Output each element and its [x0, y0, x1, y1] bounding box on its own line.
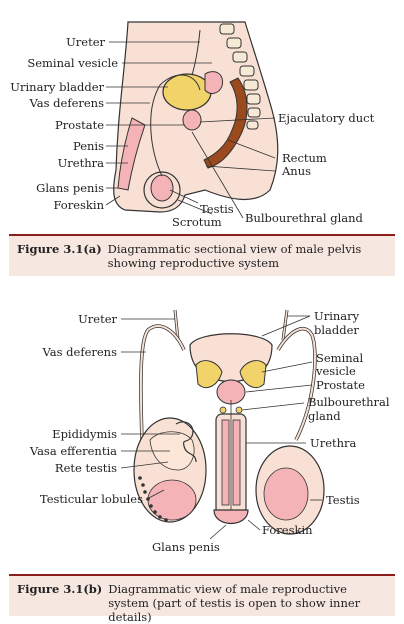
label-b-glans-penis: Glans penis [152, 540, 220, 554]
label-b-bulbourethral-gland-2: gland [308, 409, 341, 423]
urinary-bladder-shape [162, 73, 212, 111]
label-a-foreskin: Foreskin [53, 198, 104, 212]
figure-b-leader-lines [120, 315, 322, 540]
label-b-urinary-bladder-2: bladder [314, 323, 359, 337]
label-b-urethra: Urethra [310, 436, 357, 450]
prostate-shape [182, 109, 202, 131]
label-b-ureter: Ureter [78, 312, 117, 326]
label-b-seminal-vesicle-1: Seminal [316, 351, 364, 365]
label-b-testicular-lobules: Testicular lobules [40, 492, 143, 506]
testicular-lobule-dots [138, 476, 168, 522]
label-a-testis: Testis [200, 202, 234, 216]
seminal-vesicle-left-b [195, 360, 223, 388]
label-a-anus: Anus [281, 164, 311, 178]
label-b-seminal-vesicle-2: vesicle [315, 364, 356, 378]
figure-b-drawing [133, 309, 325, 535]
label-a-prostate: Prostate [55, 118, 104, 132]
figure-a-drawing [113, 21, 279, 213]
label-a-scrotum: Scrotum [172, 215, 222, 229]
label-b-bulbourethral-gland-1: Bulbourethral [308, 395, 390, 409]
label-a-urinary-bladder: Urinary bladder [10, 80, 104, 94]
label-a-urethra: Urethra [58, 156, 105, 170]
label-b-epididymis: Epididymis [52, 427, 117, 441]
vertebrae [219, 23, 261, 130]
label-a-penis: Penis [73, 139, 104, 153]
label-a-rectum: Rectum [282, 151, 327, 165]
epididymis-coil [175, 421, 197, 463]
ureter-path [191, 29, 201, 76]
label-a-glans-penis: Glans penis [36, 181, 104, 195]
figure-b-caption-text: Diagrammatic view of male reproductive s… [108, 582, 361, 624]
label-b-foreskin: Foreskin [262, 523, 313, 537]
label-b-prostate: Prostate [316, 378, 365, 392]
label-b-vasa-efferentia: Vasa efferentia [29, 444, 117, 458]
figure-a-caption-label: Figure 3.1(a) [17, 242, 102, 256]
seminal-vesicle-right-b [239, 360, 267, 388]
figure-a-caption-text: Diagrammatic sectional view of male pelv… [107, 242, 362, 270]
testis-shape [150, 174, 174, 202]
label-a-seminal-vesicle: Seminal vesicle [27, 56, 118, 70]
label-b-testis: Testis [326, 493, 360, 507]
label-a-bulbourethral-gland: Bulbourethral gland [245, 211, 364, 225]
label-b-vas-deferens: Vas deferens [41, 345, 117, 359]
figure-a-leader-lines [105, 41, 276, 219]
label-a-vas-deferens: Vas deferens [28, 96, 104, 110]
seminal-vesicle-shape [204, 71, 224, 94]
vas-deferens-path [150, 74, 201, 177]
label-a-ejaculatory-duct: Ejaculatory duct [278, 111, 375, 125]
label-b-urinary-bladder-1: Urinary [314, 309, 360, 323]
figure-b-labels: Ureter Urinary bladder Vas deferens Semi… [29, 309, 390, 554]
figure-a-labels: Ureter Seminal vesicle Urinary bladder V… [10, 35, 374, 229]
figure-a-caption: Figure 3.1(a) Diagrammatic sectional vie… [9, 234, 395, 276]
figure-b-caption-label: Figure 3.1(b) [17, 582, 103, 596]
glans-penis-shape-b [213, 509, 249, 524]
penis-shape [117, 117, 146, 191]
label-a-ureter: Ureter [66, 35, 105, 49]
label-b-rete-testis: Rete testis [55, 461, 117, 475]
figure-b-caption: Figure 3.1(b) Diagrammatic view of male … [9, 574, 395, 624]
